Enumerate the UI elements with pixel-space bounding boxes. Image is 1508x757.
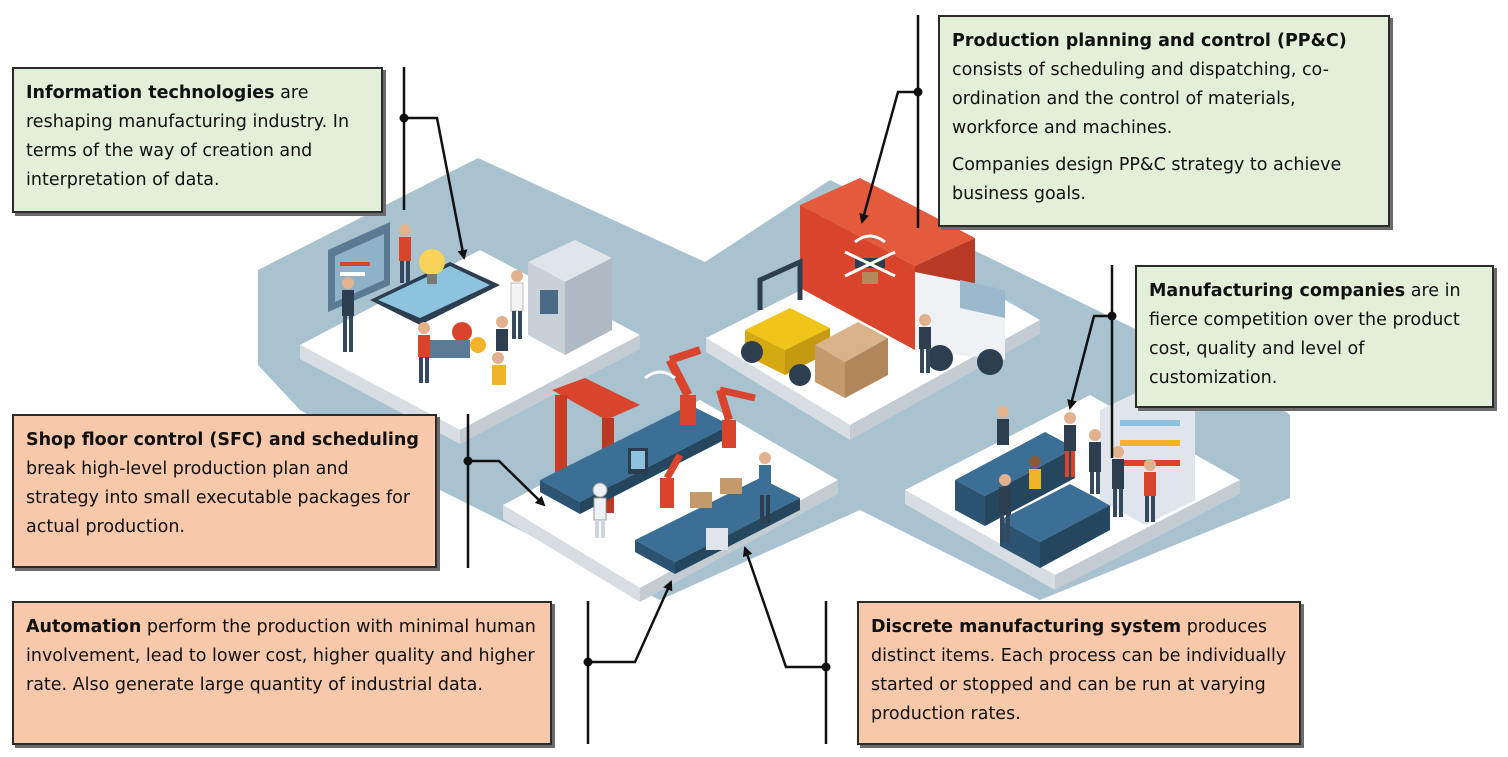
callout-text: perform the production with minimal huma…: [26, 617, 536, 695]
conveyor-lower: [635, 478, 800, 562]
forklift-icon: [741, 258, 830, 386]
callout-text: produces distinct items. Each process ca…: [871, 617, 1287, 724]
callout-title: Automation: [26, 617, 142, 637]
callout-title: Information technologies: [26, 83, 275, 103]
lightbulb-icon: [419, 249, 445, 275]
callout-text: are in fierce competition over the produ…: [1149, 281, 1461, 388]
drone-icon: [844, 234, 896, 284]
wifi-icon: [644, 370, 676, 380]
callout-text: are reshaping manufacturing industry. In…: [26, 83, 350, 190]
robot-arm-icon: [665, 346, 702, 425]
callout-automation: Automation perform the production with m…: [12, 601, 552, 745]
callout-title: Production planning and control (PP&C): [952, 31, 1347, 51]
callout-information-technologies: Information technologies are reshaping m…: [12, 67, 383, 213]
callout-title: Manufacturing companies: [1149, 281, 1406, 301]
callout-production-planning: Production planning and control (PP&C) c…: [938, 15, 1390, 227]
automation-scene: [540, 346, 800, 574]
callout-text-2: Companies design PP&C strategy to achiev…: [952, 155, 1342, 204]
callout-title: Discrete manufacturing system: [871, 617, 1182, 637]
callout-text: break high-level production plan and str…: [26, 459, 411, 537]
callout-text: consists of scheduling and dispatching, …: [952, 60, 1329, 138]
showroom-scene: [955, 386, 1195, 568]
callout-shop-floor-control: Shop floor control (SFC) and scheduling …: [12, 414, 437, 568]
callout-manufacturing-companies: Manufacturing companies are in fierce co…: [1135, 265, 1494, 408]
callout-title: Shop floor control (SFC) and scheduling: [26, 430, 419, 450]
gear-icon: [452, 322, 472, 342]
callout-discrete-manufacturing: Discrete manufacturing system produces d…: [857, 601, 1301, 745]
